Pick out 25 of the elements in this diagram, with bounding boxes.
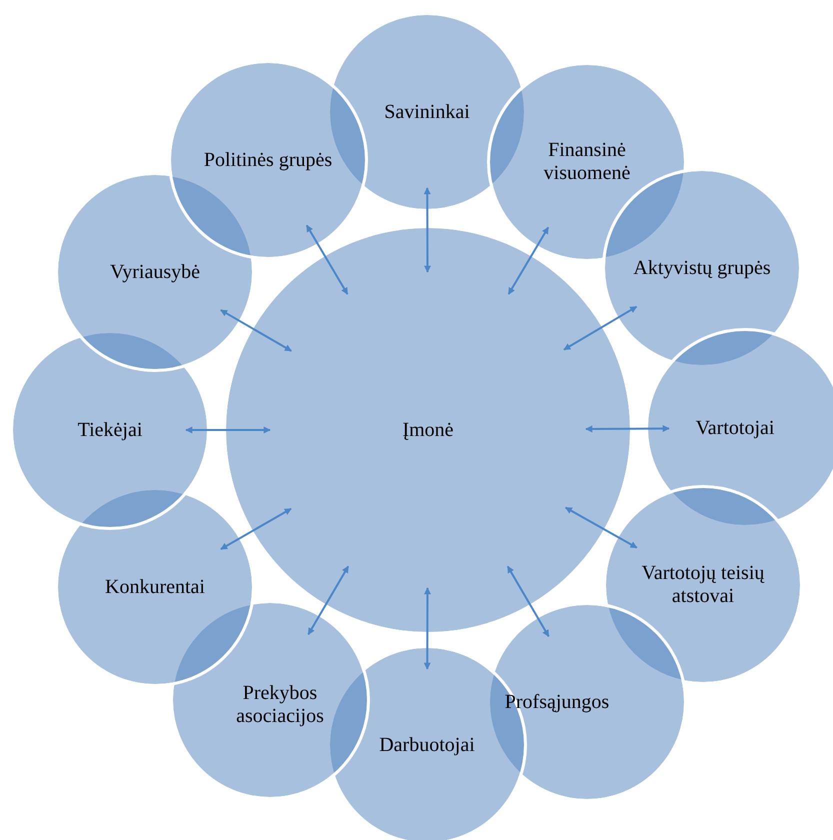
stakeholder-label: Tiekėjai [76, 418, 144, 442]
double-arrow [565, 506, 638, 549]
double-arrow [306, 224, 348, 295]
double-arrow [506, 566, 550, 637]
stakeholder-label: Vartotojai [694, 416, 776, 440]
stakeholder-label: Profsąjungos [504, 690, 610, 714]
stakeholder-label: Konkurentai [104, 576, 206, 598]
stakeholder-label: Darbuotojai [378, 734, 476, 756]
double-arrow [424, 187, 431, 273]
double-arrow [220, 309, 292, 352]
stakeholder-label: Aktyvistų grupės [632, 256, 772, 280]
double-arrow [563, 306, 638, 350]
double-arrow [508, 226, 550, 295]
stakeholder-label: Savininkai [383, 100, 471, 124]
stakeholder-label: Politinės grupės [202, 148, 334, 172]
double-arrow [220, 508, 292, 550]
double-arrow [424, 587, 431, 670]
stakeholder-label: Vyriausybė [109, 260, 201, 284]
double-arrow [308, 566, 350, 635]
stakeholder-label: Prekybos asociacijos [235, 682, 325, 728]
double-arrow [185, 426, 271, 434]
stakeholder-label: Vartotojų teisių atstovai [640, 562, 766, 608]
double-arrow [585, 425, 670, 432]
stakeholder-label: Finansinė visuomenė [542, 139, 632, 185]
company-label: Įmonė [401, 418, 455, 442]
